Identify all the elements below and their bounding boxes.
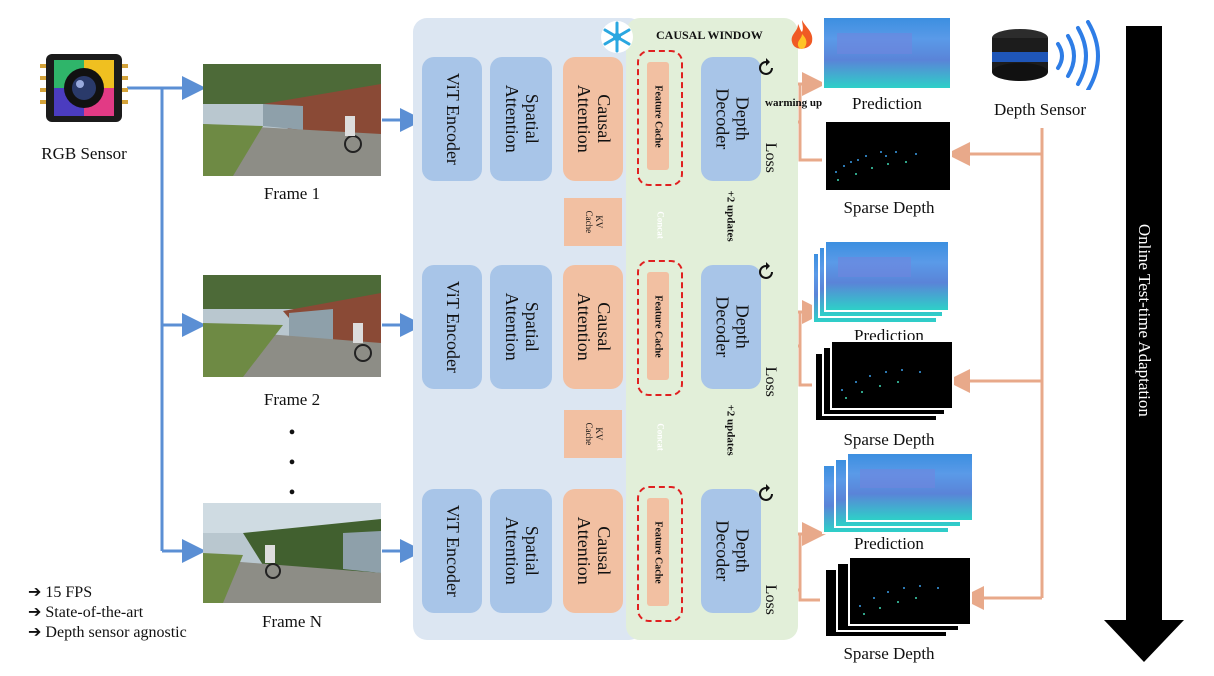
sparse-depth-1-image: [824, 120, 952, 192]
causal-attention-2: Causal Attention: [563, 265, 623, 389]
online-adaptation-arrow: [1104, 26, 1184, 662]
depth-sensor-arrows: [946, 128, 1044, 610]
prediction-1-label: Prediction: [852, 94, 922, 113]
frame-1-image: [203, 64, 381, 176]
spatial-attention-3: Spatial Attention: [490, 489, 552, 613]
rgb-to-frames-arrows: [127, 76, 206, 563]
feature-item: ➔ Depth sensor agnostic: [28, 624, 187, 641]
concat-label-1: Concat: [655, 211, 666, 239]
feature-cache-2: Feature Cache: [647, 272, 669, 380]
updates-label-2: +2 updates: [725, 404, 738, 456]
loss-label-2: Loss: [761, 366, 779, 398]
kv-cache-1: KV Cache: [564, 198, 622, 246]
depth-decoder-1: Depth Decoder: [701, 57, 761, 181]
feature-cache-3: Feature Cache: [647, 498, 669, 606]
sparse-depth-3-label: Sparse Depth: [843, 644, 935, 663]
frame-n-label: Frame N: [262, 612, 322, 631]
spatial-attention-1: Spatial Attention: [490, 57, 552, 181]
refresh-icon: [756, 484, 776, 504]
sparse-depth-2-label: Sparse Depth: [843, 430, 935, 449]
rgb-sensor-label: RGB Sensor: [41, 144, 127, 163]
frame-2-label: Frame 2: [263, 390, 321, 409]
feature-cache-frame-3: [637, 486, 683, 622]
camera-chip-icon: [40, 52, 128, 124]
frame-to-encoder-arrows: [382, 108, 424, 563]
causal-attention-3: Causal Attention: [563, 489, 623, 613]
loss-label-1: Loss: [761, 142, 779, 174]
vit-encoder-2: ViT Encoder: [422, 265, 482, 389]
lidar-icon: [990, 20, 1110, 92]
prediction-2-image: [824, 240, 950, 312]
feature-cache-frame-1: [637, 50, 683, 186]
refresh-icon: [756, 262, 776, 282]
warming-up-label: warming up: [765, 97, 823, 109]
concat-label-2: Concat: [655, 423, 666, 451]
updates-label-1: +2 updates: [725, 190, 738, 242]
feature-cache-1: Feature Cache: [647, 62, 669, 170]
frame-1-label: Frame 1: [263, 184, 321, 203]
frames-ellipsis: • • •: [288, 422, 296, 504]
arrow-right-icon: ➔: [28, 584, 42, 601]
vit-encoder-1: ViT Encoder: [422, 57, 482, 181]
sparse-depth-1-label: Sparse Depth: [843, 198, 935, 217]
causal-window-title: CAUSAL WINDOW: [656, 28, 763, 42]
feature-item: ➔ State-of-the-art: [28, 604, 144, 621]
loss-label-3: Loss: [761, 584, 779, 616]
feature-item: ➔ 15 FPS: [28, 584, 93, 601]
spatial-attention-2: Spatial Attention: [490, 265, 552, 389]
feature-cache-frame-2: [637, 260, 683, 396]
depth-decoder-2: Depth Decoder: [701, 265, 761, 389]
prediction-3-image: [846, 452, 974, 522]
frame-n-image: [203, 503, 381, 603]
depth-decoder-3: Depth Decoder: [701, 489, 761, 613]
arrow-right-icon: ➔: [28, 624, 42, 641]
sparse-depth-2-image: [830, 340, 954, 410]
depth-sensor-label: Depth Sensor: [993, 100, 1087, 119]
vit-encoder-3: ViT Encoder: [422, 489, 482, 613]
kv-cache-2: KV Cache: [564, 410, 622, 458]
snowflake-icon: [600, 20, 634, 54]
frame-2-image: [203, 275, 381, 377]
fire-icon: [788, 18, 816, 54]
sparse-depth-3-image: [848, 556, 972, 626]
prediction-3-label: Prediction: [854, 534, 924, 553]
arrow-right-icon: ➔: [28, 604, 42, 621]
prediction-1-image: [822, 16, 952, 90]
feature-list: ➔ 15 FPS ➔ State-of-the-art ➔ Depth sens…: [28, 582, 228, 642]
online-adaptation-label: Online Test-time Adaptation: [1135, 223, 1155, 417]
causal-attention-1: Causal Attention: [563, 57, 623, 181]
refresh-icon: [756, 58, 776, 78]
